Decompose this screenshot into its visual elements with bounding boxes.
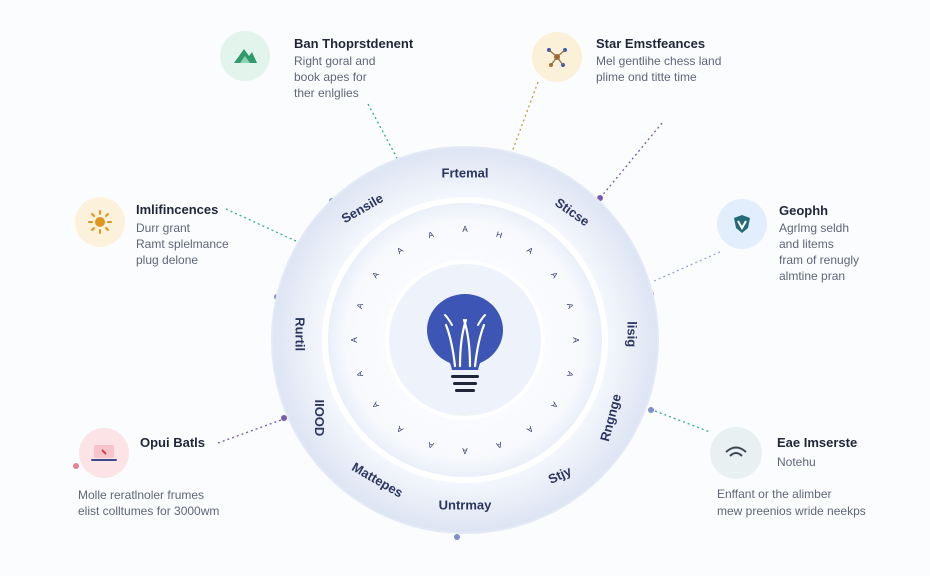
card-mid-right-title: Geophh	[779, 203, 829, 218]
card-top-left-line-3: ther enlglies	[294, 86, 359, 100]
connector-dot	[648, 407, 654, 413]
inner-marks: A H A A A A A A A A A A A A A A A A A A	[350, 225, 580, 455]
card-bottom-right-line-3: mew preenios wride neekps	[717, 504, 866, 518]
cycle-rings	[271, 146, 659, 534]
card-top-left-title: Ban Thoprstdenent	[294, 36, 414, 51]
card-mid-left-line-3: plug delone	[136, 253, 199, 267]
connector-top-right-2	[600, 122, 663, 198]
card-top-right-line-1: Mel gentlihe chess land	[596, 54, 722, 68]
card-top-left-line-2: book apes for	[294, 70, 367, 84]
connector-dot	[454, 534, 460, 540]
ring-label: lisig	[624, 321, 639, 347]
shield-icon	[717, 199, 767, 249]
inner-mark: A	[370, 400, 381, 410]
connector-dot	[73, 463, 79, 469]
inner-mark: A	[565, 370, 575, 378]
inner-mark: A	[549, 400, 560, 410]
card-bottom-left-line-2: elist colltumes for 3000wm	[78, 504, 220, 518]
card-bottom-right-line-2: Enffant or the alimber	[717, 487, 832, 501]
card-top-right-title: Star Emstfeances	[596, 36, 706, 51]
inner-mark: A	[355, 370, 365, 378]
wifi-icon	[710, 427, 762, 479]
inner-mark: A	[549, 270, 560, 280]
card-mid-left-title: Imlifincences	[136, 202, 219, 217]
connector-mid-right	[653, 251, 721, 282]
card-mid-right-line-1: Agrlmg seldh	[779, 221, 850, 235]
network-icon	[532, 32, 582, 82]
card-mid-right-line-3: fram of renugly	[779, 253, 860, 267]
ring-label: Untrmay	[439, 497, 493, 512]
card-bottom-left-title: Opui Batls	[140, 435, 206, 450]
inner-mark: A	[395, 245, 405, 256]
ring-label: Frtemal	[442, 165, 489, 180]
inner-mark: A	[462, 446, 468, 455]
ring-label: Rurtil	[293, 317, 308, 351]
inner-mark: A	[571, 337, 580, 343]
connector-bottom-right	[654, 410, 711, 433]
inner-mark: A	[395, 424, 405, 435]
connector-bottom-left	[217, 419, 282, 444]
inner-mark: A	[350, 337, 359, 343]
card-mid-left-line-1: Durr grant	[136, 221, 191, 235]
card-mid-left-line-2: Ramt splelmance	[136, 237, 229, 251]
inner-mark: A	[495, 440, 503, 450]
card-top-left-line-1: Right goral and	[294, 54, 376, 68]
card-top-right-line-2: plime ond titte time	[596, 70, 697, 84]
connector-dot	[281, 415, 287, 421]
card-bottom-right-line-1: Notehu	[777, 455, 816, 469]
device-icon	[79, 428, 129, 478]
connector-top-left	[367, 103, 399, 161]
inner-mark: A	[370, 270, 381, 280]
inner-mark: A	[427, 230, 435, 240]
lightbulb-icon	[427, 294, 503, 392]
ring-label: IIOOD	[312, 399, 327, 436]
card-mid-right-line-4: almtine pran	[779, 269, 846, 283]
inner-mark: A	[525, 245, 535, 256]
inner-mark: A	[525, 424, 535, 435]
inner-mark: H	[495, 230, 503, 240]
inner-mark: A	[355, 301, 365, 309]
inner-mark: A	[565, 302, 575, 310]
card-bottom-right-title: Eae Imserste	[777, 435, 858, 450]
sun-icon	[75, 197, 125, 247]
card-mid-right-line-2: and litems	[779, 237, 834, 251]
inner-mark: A	[462, 225, 468, 234]
card-bottom-left-line-1: Molle reratlnoler frumes	[78, 488, 205, 502]
inner-mark: A	[426, 440, 434, 450]
mountain-icon	[220, 31, 270, 81]
connector-top-right	[511, 81, 539, 153]
